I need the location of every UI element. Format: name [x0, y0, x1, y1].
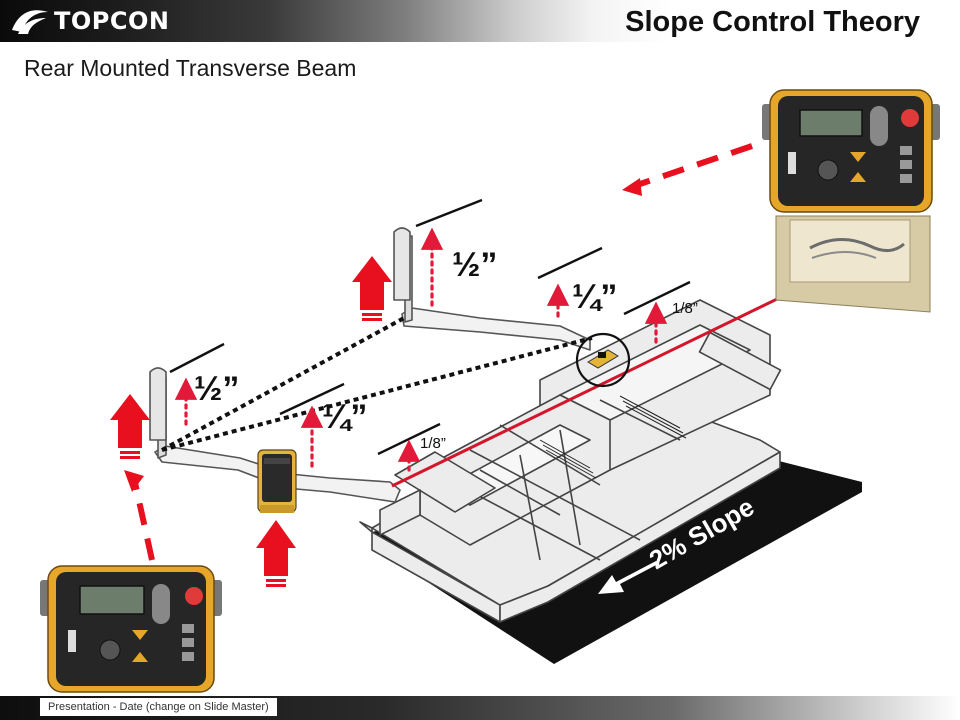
right-mast [393, 227, 411, 301]
topcon-logo: TOPCON [10, 6, 169, 36]
logo-text: TOPCON [54, 7, 170, 35]
slope-sensor-icon [257, 449, 297, 513]
lift-arrow-left-mast [110, 394, 150, 459]
footer-text: Presentation - Date (change on Slide Mas… [40, 698, 277, 716]
signal-arrow-head-top [622, 178, 642, 196]
label-quarter-left: ¼” [322, 398, 367, 436]
topcon-swoosh-logo-icon [12, 10, 48, 34]
label-eighth-left: 1/8” [420, 435, 446, 452]
elevation-marks [169, 198, 691, 456]
header-bar: TOPCON Slope Control Theory [0, 0, 960, 42]
lift-arrows [110, 256, 392, 587]
label-half-right: ½” [452, 246, 497, 284]
signal-arrows [131, 143, 753, 561]
slide-title: Slope Control Theory [625, 6, 920, 38]
left-mast [149, 367, 167, 441]
lift-arrow-sensor [256, 520, 296, 587]
reference-dotted-lines [161, 316, 593, 452]
label-half-left: ½” [194, 370, 239, 408]
slope-direction-arrow [598, 561, 660, 594]
lift-arrow-right-mast [352, 256, 392, 321]
signal-arrow-head-left [124, 470, 144, 492]
paver-tamper-stripes [539, 395, 687, 479]
beam-sensor [575, 332, 631, 388]
system-five-control-box-icon-top [762, 89, 940, 213]
paver-machine [359, 299, 782, 623]
label-quarter-right: ¼” [572, 278, 617, 316]
label-eighth-right: 1/8” [672, 300, 698, 317]
elevation-arrows [174, 227, 668, 472]
system-five-control-box-icon [40, 565, 222, 693]
slide-subtitle: Rear Mounted Transverse Beam [24, 55, 357, 81]
cable-photo [775, 215, 931, 313]
